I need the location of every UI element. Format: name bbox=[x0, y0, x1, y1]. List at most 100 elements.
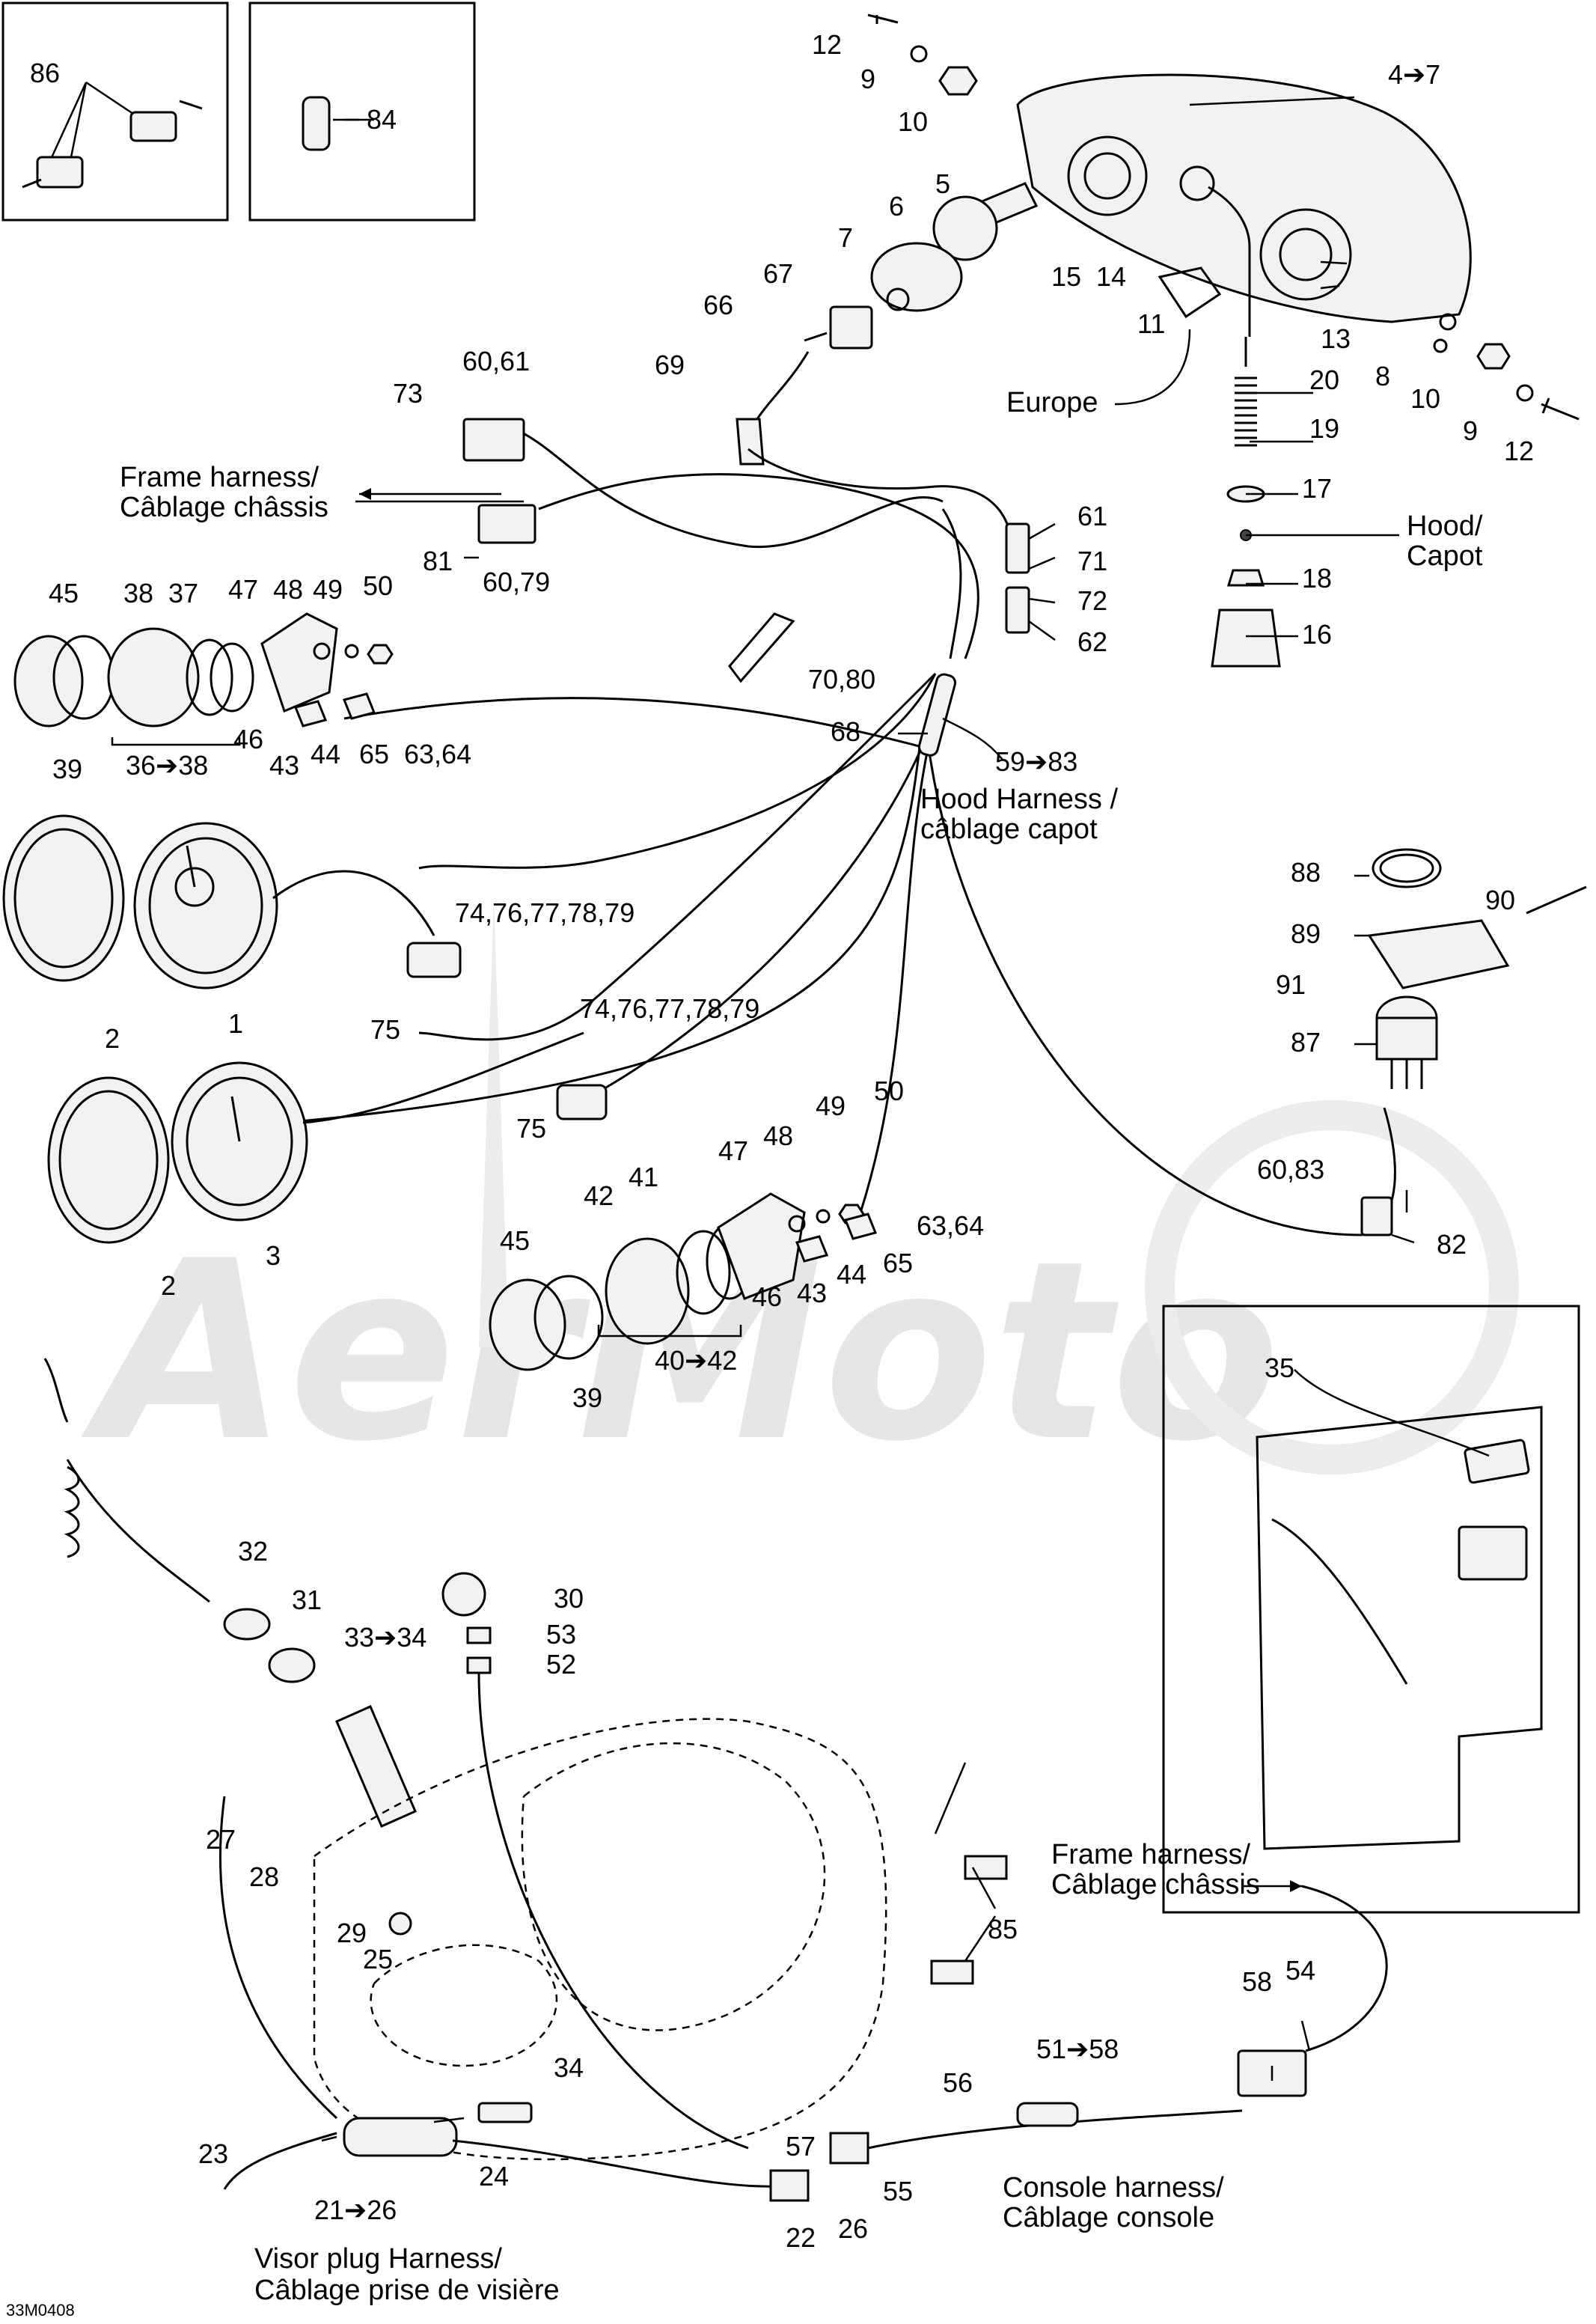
part-callout-p74b: 74,76,77,78,79 bbox=[580, 993, 759, 1024]
part-callout-p90: 90 bbox=[1485, 885, 1515, 915]
part-callout-p45b: 45 bbox=[500, 1225, 530, 1256]
europe-label: Europe bbox=[1006, 387, 1098, 418]
part-callout-p44a: 44 bbox=[311, 739, 340, 769]
part-callout-p70-80: 70,80 bbox=[808, 664, 875, 695]
part-callout-p29: 29 bbox=[337, 1918, 367, 1948]
part-callout-p74a: 74,76,77,78,79 bbox=[455, 897, 635, 928]
console-harness-label-2: Câblage console bbox=[1003, 2202, 1214, 2233]
part-callout-p73: 73 bbox=[393, 378, 423, 409]
part-callout-p13: 13 bbox=[1321, 323, 1351, 354]
part-callout-p38: 38 bbox=[123, 578, 153, 609]
gauge-assembly-36-38 bbox=[13, 612, 394, 746]
part-callout-p2b: 2 bbox=[161, 1270, 176, 1301]
leader-lines bbox=[321, 96, 1490, 2142]
part-callout-p44b: 44 bbox=[837, 1259, 866, 1290]
hood-label-2: Capot bbox=[1407, 540, 1483, 572]
part-callout-p1: 1 bbox=[228, 1008, 243, 1039]
part-callout-p9b: 9 bbox=[1463, 415, 1478, 446]
harness-arrows bbox=[359, 488, 1302, 1892]
part-callout-p47a: 47 bbox=[228, 574, 258, 605]
part-callout-p87: 87 bbox=[1291, 1027, 1321, 1058]
part-callout-p60-61: 60,61 bbox=[462, 346, 530, 376]
gauge-assembly-40-42 bbox=[489, 1192, 878, 1371]
console-harness-wiring bbox=[218, 1762, 1388, 2202]
part-callout-p40-42: 40➔42 bbox=[655, 1345, 737, 1376]
hood-harness-wiring bbox=[284, 351, 1396, 1236]
frame-harness-bottom-label-2: Câblage châssis bbox=[1051, 1869, 1260, 1900]
part-callout-p34: 34 bbox=[554, 2052, 584, 2083]
frame-harness-bottom-label-1: Frame harness/ bbox=[1051, 1839, 1251, 1870]
part-callout-p22: 22 bbox=[786, 2222, 816, 2253]
visor-harness-label-2: Câblage prise de visière bbox=[254, 2275, 560, 2306]
part-callout-p21-26: 21➔26 bbox=[314, 2195, 397, 2225]
part-callout-p8: 8 bbox=[1375, 361, 1390, 391]
part-callout-p89: 89 bbox=[1291, 918, 1321, 949]
inset-box-84 bbox=[248, 1, 476, 222]
part-callout-p27: 27 bbox=[206, 1824, 236, 1855]
part-callout-p62: 62 bbox=[1077, 626, 1107, 657]
visor-harness-label-1: Visor plug Harness/ bbox=[254, 2243, 502, 2275]
frame-harness-top-label-1: Frame harness/ bbox=[120, 462, 319, 493]
part-callout-p50a: 50 bbox=[363, 570, 393, 601]
part-callout-p15: 15 bbox=[1051, 261, 1081, 292]
part-callout-p24: 24 bbox=[479, 2161, 509, 2192]
part-callout-p14: 14 bbox=[1096, 261, 1126, 292]
part-callout-p26: 26 bbox=[838, 2213, 868, 2244]
part-callout-p57: 57 bbox=[786, 2131, 816, 2162]
part-callout-p51-58: 51➔58 bbox=[1036, 2034, 1119, 2064]
part-callout-p25: 25 bbox=[363, 1944, 393, 1974]
part-callout-p30: 30 bbox=[554, 1583, 584, 1614]
part-callout-p71: 71 bbox=[1077, 546, 1107, 576]
part-callout-p55: 55 bbox=[883, 2176, 913, 2206]
part-callout-p7: 7 bbox=[838, 222, 853, 253]
speedometer-gauge bbox=[2, 814, 435, 989]
note-labels: Europe Hood/ Capot Frame harness/ Câblag… bbox=[6, 387, 1483, 2320]
part-callout-p65a: 65 bbox=[359, 739, 389, 769]
part-callout-p42: 42 bbox=[584, 1180, 614, 1211]
part-callout-p32: 32 bbox=[238, 1536, 268, 1567]
part-callout-p5: 5 bbox=[935, 168, 950, 199]
part-callout-p12a: 12 bbox=[812, 29, 842, 60]
tachometer-gauge bbox=[47, 1031, 584, 1244]
part-callout-p2a: 2 bbox=[105, 1023, 120, 1054]
part-callout-p91: 91 bbox=[1276, 969, 1306, 1000]
part-callout-p63-64b: 63,64 bbox=[917, 1210, 984, 1241]
part-callout-p33-34: 33➔34 bbox=[344, 1622, 426, 1653]
part-callout-p84: 84 bbox=[367, 104, 397, 135]
console-cover bbox=[313, 1572, 887, 2161]
part-callout-p12b: 12 bbox=[1504, 436, 1534, 466]
part-callout-p11: 11 bbox=[1137, 308, 1165, 339]
part-callout-p17: 17 bbox=[1302, 473, 1332, 504]
part-callout-p52: 52 bbox=[546, 1649, 576, 1680]
part-callout-p66: 66 bbox=[703, 290, 733, 320]
part-callout-p35: 35 bbox=[1265, 1352, 1294, 1383]
part-callout-p39b: 39 bbox=[572, 1382, 602, 1413]
part-callout-p63-64a: 63,64 bbox=[404, 739, 471, 769]
part-callout-p47b: 47 bbox=[718, 1135, 748, 1166]
clip-75-upper bbox=[406, 942, 462, 978]
inset-box-35 bbox=[1162, 1305, 1580, 1914]
part-callout-p53: 53 bbox=[546, 1619, 576, 1650]
part-callout-p6: 6 bbox=[889, 191, 904, 222]
part-callout-p37: 37 bbox=[168, 578, 198, 609]
part-callout-p61: 61 bbox=[1077, 501, 1107, 531]
inset-box-86 bbox=[1, 1, 229, 222]
hood-label-1: Hood/ bbox=[1407, 510, 1483, 542]
part-callout-p88: 88 bbox=[1291, 857, 1321, 888]
headlamp-assembly bbox=[804, 13, 1580, 668]
part-callout-p60-83: 60,83 bbox=[1257, 1154, 1324, 1185]
hood-harness-label-2: câblage capot bbox=[920, 814, 1098, 845]
part-callout-p60-79: 60,79 bbox=[483, 567, 550, 597]
part-callout-p58: 58 bbox=[1242, 1966, 1272, 1997]
console-harness-label-1: Console harness/ bbox=[1003, 2172, 1224, 2203]
part-callout-p39a: 39 bbox=[52, 754, 82, 784]
frame-harness-top-label-2: Câblage châssis bbox=[120, 492, 328, 523]
part-callout-p20: 20 bbox=[1309, 365, 1339, 395]
part-callout-p10b: 10 bbox=[1410, 383, 1440, 414]
part-callout-p85: 85 bbox=[988, 1914, 1018, 1945]
part-callout-p3: 3 bbox=[266, 1240, 281, 1271]
hood-harness-label-1: Hood Harness / bbox=[920, 784, 1118, 815]
part-callout-p68: 68 bbox=[831, 716, 860, 747]
part-callout-p65b: 65 bbox=[883, 1248, 913, 1278]
